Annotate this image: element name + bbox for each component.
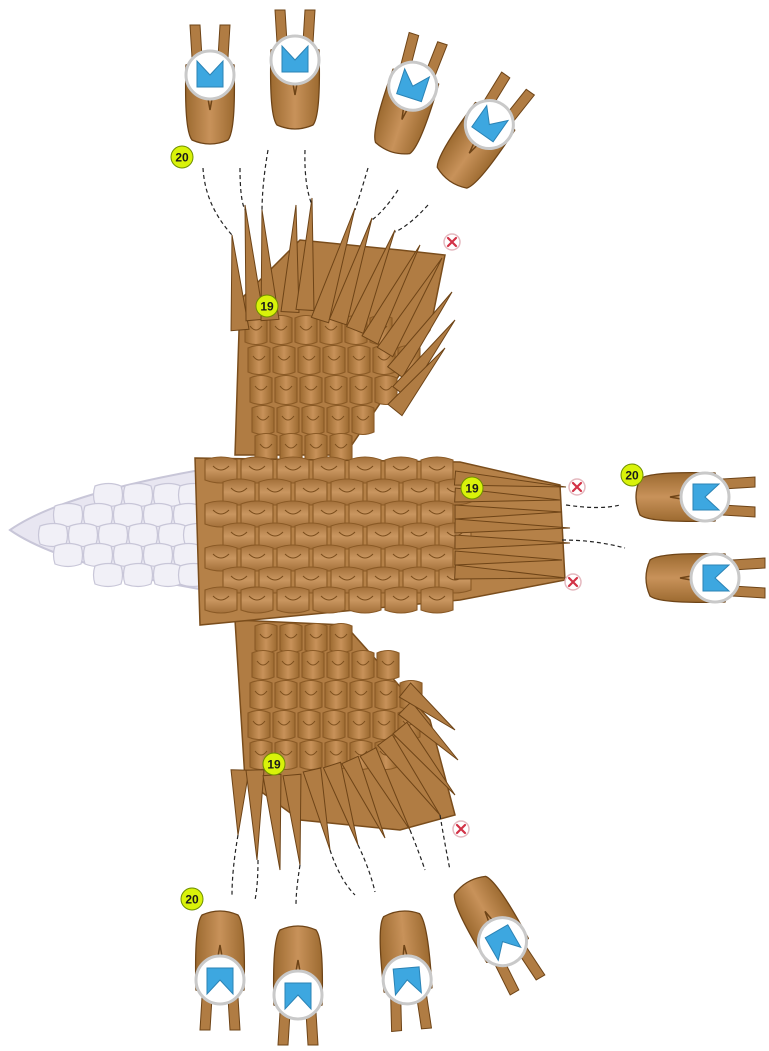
dashed-connector	[305, 150, 312, 205]
row-badge-label: 20	[185, 893, 199, 907]
zoom-detail-icon	[681, 473, 729, 521]
tail-module	[54, 504, 83, 527]
dashed-connector	[330, 850, 355, 895]
remove-marker-top	[444, 234, 460, 250]
tail-module	[39, 524, 68, 547]
zoom-detail-icon	[271, 36, 319, 84]
dashed-connector	[440, 815, 450, 870]
tail-module	[84, 504, 113, 527]
remove-marker-right-upper	[569, 479, 585, 495]
tail-module	[129, 524, 158, 547]
tail-pieces	[39, 484, 213, 587]
tail-module	[99, 524, 128, 547]
body-pieces	[205, 457, 471, 613]
tail-module	[124, 564, 153, 587]
dashed-connector	[395, 205, 428, 232]
tail-module	[144, 504, 173, 527]
zoom-detail-icon	[186, 51, 234, 99]
dashed-connector	[232, 835, 238, 895]
row-badge-label: 19	[465, 482, 479, 496]
row-badge-19-upper: 19	[256, 295, 278, 317]
detached-module	[368, 31, 451, 159]
dashed-connector	[296, 865, 300, 905]
detached-module	[636, 473, 755, 522]
row-badge-label: 20	[175, 151, 189, 165]
zoom-detail-icon	[196, 956, 244, 1004]
spike-tip	[283, 774, 301, 865]
dashed-connector	[410, 830, 425, 870]
detached-module	[430, 70, 538, 195]
remove-marker-right-lower	[565, 574, 581, 590]
tail-module	[54, 544, 83, 567]
dashed-connector	[355, 168, 368, 210]
detached-module	[447, 870, 549, 997]
row-badge-label: 19	[267, 758, 281, 772]
row-badge-label: 19	[260, 300, 274, 314]
dashed-connector	[262, 150, 268, 212]
row-badge-label: 20	[625, 469, 639, 483]
dashed-connector	[203, 168, 232, 235]
dashed-connector	[240, 168, 245, 210]
remove-marker-bottom	[453, 821, 469, 837]
spike-tip	[263, 774, 281, 870]
detached-module	[186, 25, 235, 144]
spike-tip	[246, 770, 264, 860]
tail-module	[94, 564, 123, 587]
dashed-connector	[358, 845, 375, 892]
tail-module	[69, 524, 98, 547]
dashed-connector	[255, 860, 258, 900]
row-badge-20-bottom: 20	[181, 888, 203, 910]
tail-module	[114, 504, 143, 527]
detached-module	[196, 911, 245, 1030]
spike-tip	[231, 770, 249, 835]
row-badge-20-top: 20	[171, 146, 193, 168]
dashed-connector	[372, 190, 398, 220]
zoom-detail-icon	[274, 971, 322, 1019]
detached-module	[274, 926, 323, 1045]
detached-module	[646, 554, 765, 603]
zoom-detail-icon	[691, 554, 739, 602]
detached-module	[377, 909, 436, 1032]
detached-module	[271, 10, 320, 129]
row-badge-19-lower: 19	[263, 753, 285, 775]
dashed-connector	[562, 540, 625, 548]
row-badge-19-body: 19	[461, 477, 483, 499]
dashed-connector	[566, 505, 620, 508]
row-badge-20-right: 20	[621, 464, 643, 486]
